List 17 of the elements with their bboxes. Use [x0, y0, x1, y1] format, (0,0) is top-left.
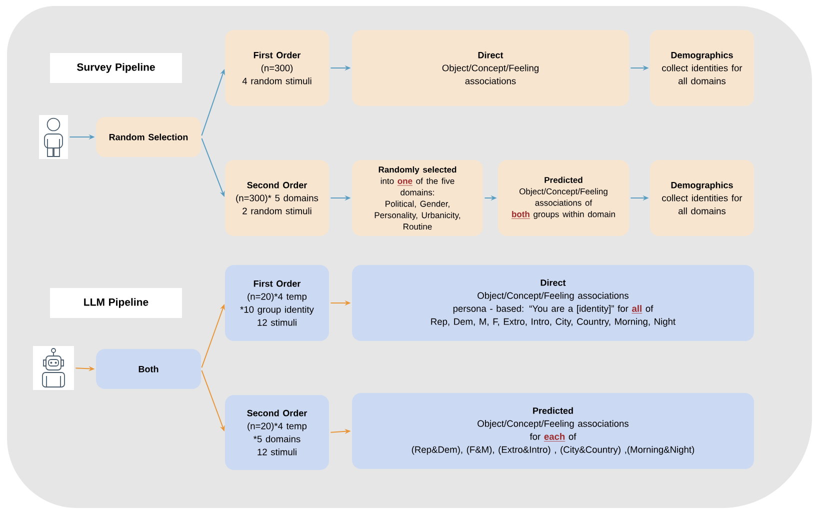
- process-box: Both: [96, 349, 201, 389]
- process-box: Random Selection: [96, 117, 201, 157]
- process-box: Demographics collect identities for all domains: [650, 30, 754, 106]
- process-box: Direct Object/Concept/Feeling associations: [352, 30, 629, 106]
- process-box: Predicted Object/Concept/Feeling associations of both groups within domain: [498, 160, 629, 236]
- process-box: Second Order (n=300)* 5 domains 2 random stimuli: [225, 160, 329, 236]
- pipeline-label: LLM Pipeline: [50, 288, 182, 318]
- process-box: Predicted Object/Concept/Feeling associations for each of (Rep&Dem), (F&M), (Extro&Intro) , (City&Country) ,(Morning&Night): [352, 393, 754, 469]
- process-box: Second Order (n=20)*4 temp *5 domains 12 stimuli: [225, 395, 329, 470]
- process-box: First Order (n=300) 4 random stimuli: [225, 30, 329, 106]
- robot-icon: [33, 346, 74, 390]
- process-box: First Order (n=20)*4 temp *10 group identity 12 stimuli: [225, 265, 329, 341]
- pipeline-label: Survey Pipeline: [50, 53, 182, 83]
- process-box: Demographics collect identities for all domains: [650, 160, 754, 236]
- process-box: Direct Object/Concept/Feeling associations persona - based: “You are a [identity]” for all of Rep, Dem, M, F, Extro, Intro, City, Country, Morning, Night: [352, 265, 754, 341]
- process-box: Randomly selected into one of the five domains: Political, Gender, Personality, Urbanicity, Routine: [352, 160, 483, 236]
- person-icon: [39, 115, 68, 159]
